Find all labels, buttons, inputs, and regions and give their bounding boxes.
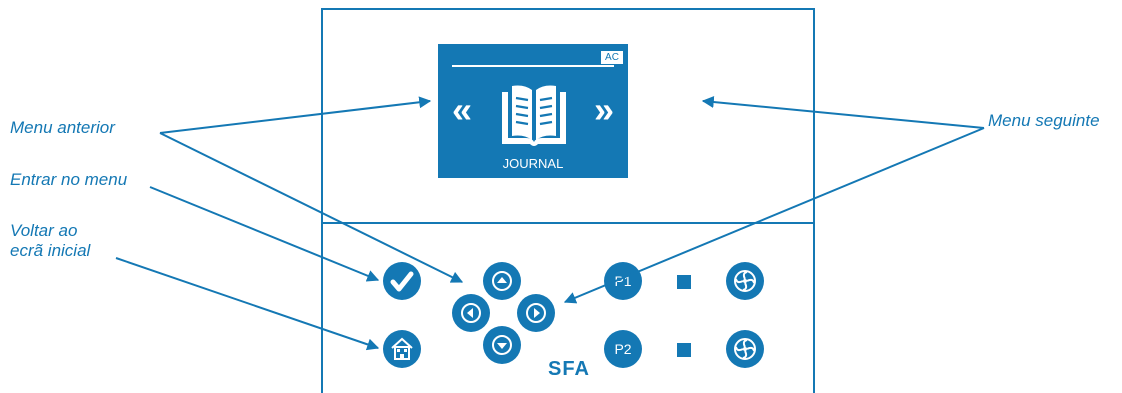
up-button[interactable] <box>483 262 521 300</box>
header-line <box>452 65 614 67</box>
fan-icon <box>734 270 756 292</box>
arrow-menu-seguinte-to-right <box>563 127 985 304</box>
prev-chevron-icon: « <box>452 89 473 130</box>
arrow-menu-anterior-to-left <box>159 132 464 283</box>
clock-time: 10:47:10 <box>671 50 714 62</box>
arrow-down-icon <box>492 335 512 355</box>
menu-title: JOURNAL <box>502 156 564 171</box>
arrow-entrar-to-confirm <box>149 186 380 282</box>
arrow-menu-anterior-to-prev <box>159 96 432 134</box>
ac-indicator: AC <box>601 51 623 64</box>
open-book-icon <box>502 85 566 146</box>
left-button[interactable] <box>452 294 490 332</box>
fan-icon <box>734 338 756 360</box>
label-voltar-line1: Voltar ao <box>10 221 78 240</box>
right-button[interactable] <box>517 294 555 332</box>
next-chevron-icon: » <box>594 89 615 130</box>
arrow-menu-seguinte-to-next <box>701 96 985 129</box>
panel-divider <box>321 222 815 224</box>
label-voltar-line2: ecrã inicial <box>10 241 91 260</box>
check-icon <box>390 271 414 292</box>
p1-indicator-led <box>677 275 691 289</box>
label-menu-anterior: Menu anterior <box>10 118 115 137</box>
p2-button[interactable]: P2 <box>604 330 642 368</box>
confirm-button[interactable] <box>383 262 421 300</box>
arrow-up-icon <box>492 271 512 291</box>
fan-button-2[interactable] <box>726 330 764 368</box>
arrow-voltar-to-home <box>115 257 380 351</box>
p2-label: P2 <box>614 341 632 357</box>
fan-button-1[interactable] <box>726 262 764 300</box>
controller-panel <box>321 8 815 393</box>
home-button[interactable] <box>383 330 421 368</box>
label-menu-seguinte: Menu seguinte <box>988 111 1100 130</box>
arrow-left-icon <box>461 303 481 323</box>
display-screen: AC 10:47:10 « » JOURNAL <box>438 44 714 178</box>
home-icon <box>391 337 413 360</box>
down-button[interactable] <box>483 326 521 364</box>
brand-logo: SFA <box>548 358 590 380</box>
label-entrar-no-menu: Entrar no menu <box>10 170 128 189</box>
arrow-right-icon <box>526 303 546 323</box>
p2-indicator-led <box>677 343 691 357</box>
